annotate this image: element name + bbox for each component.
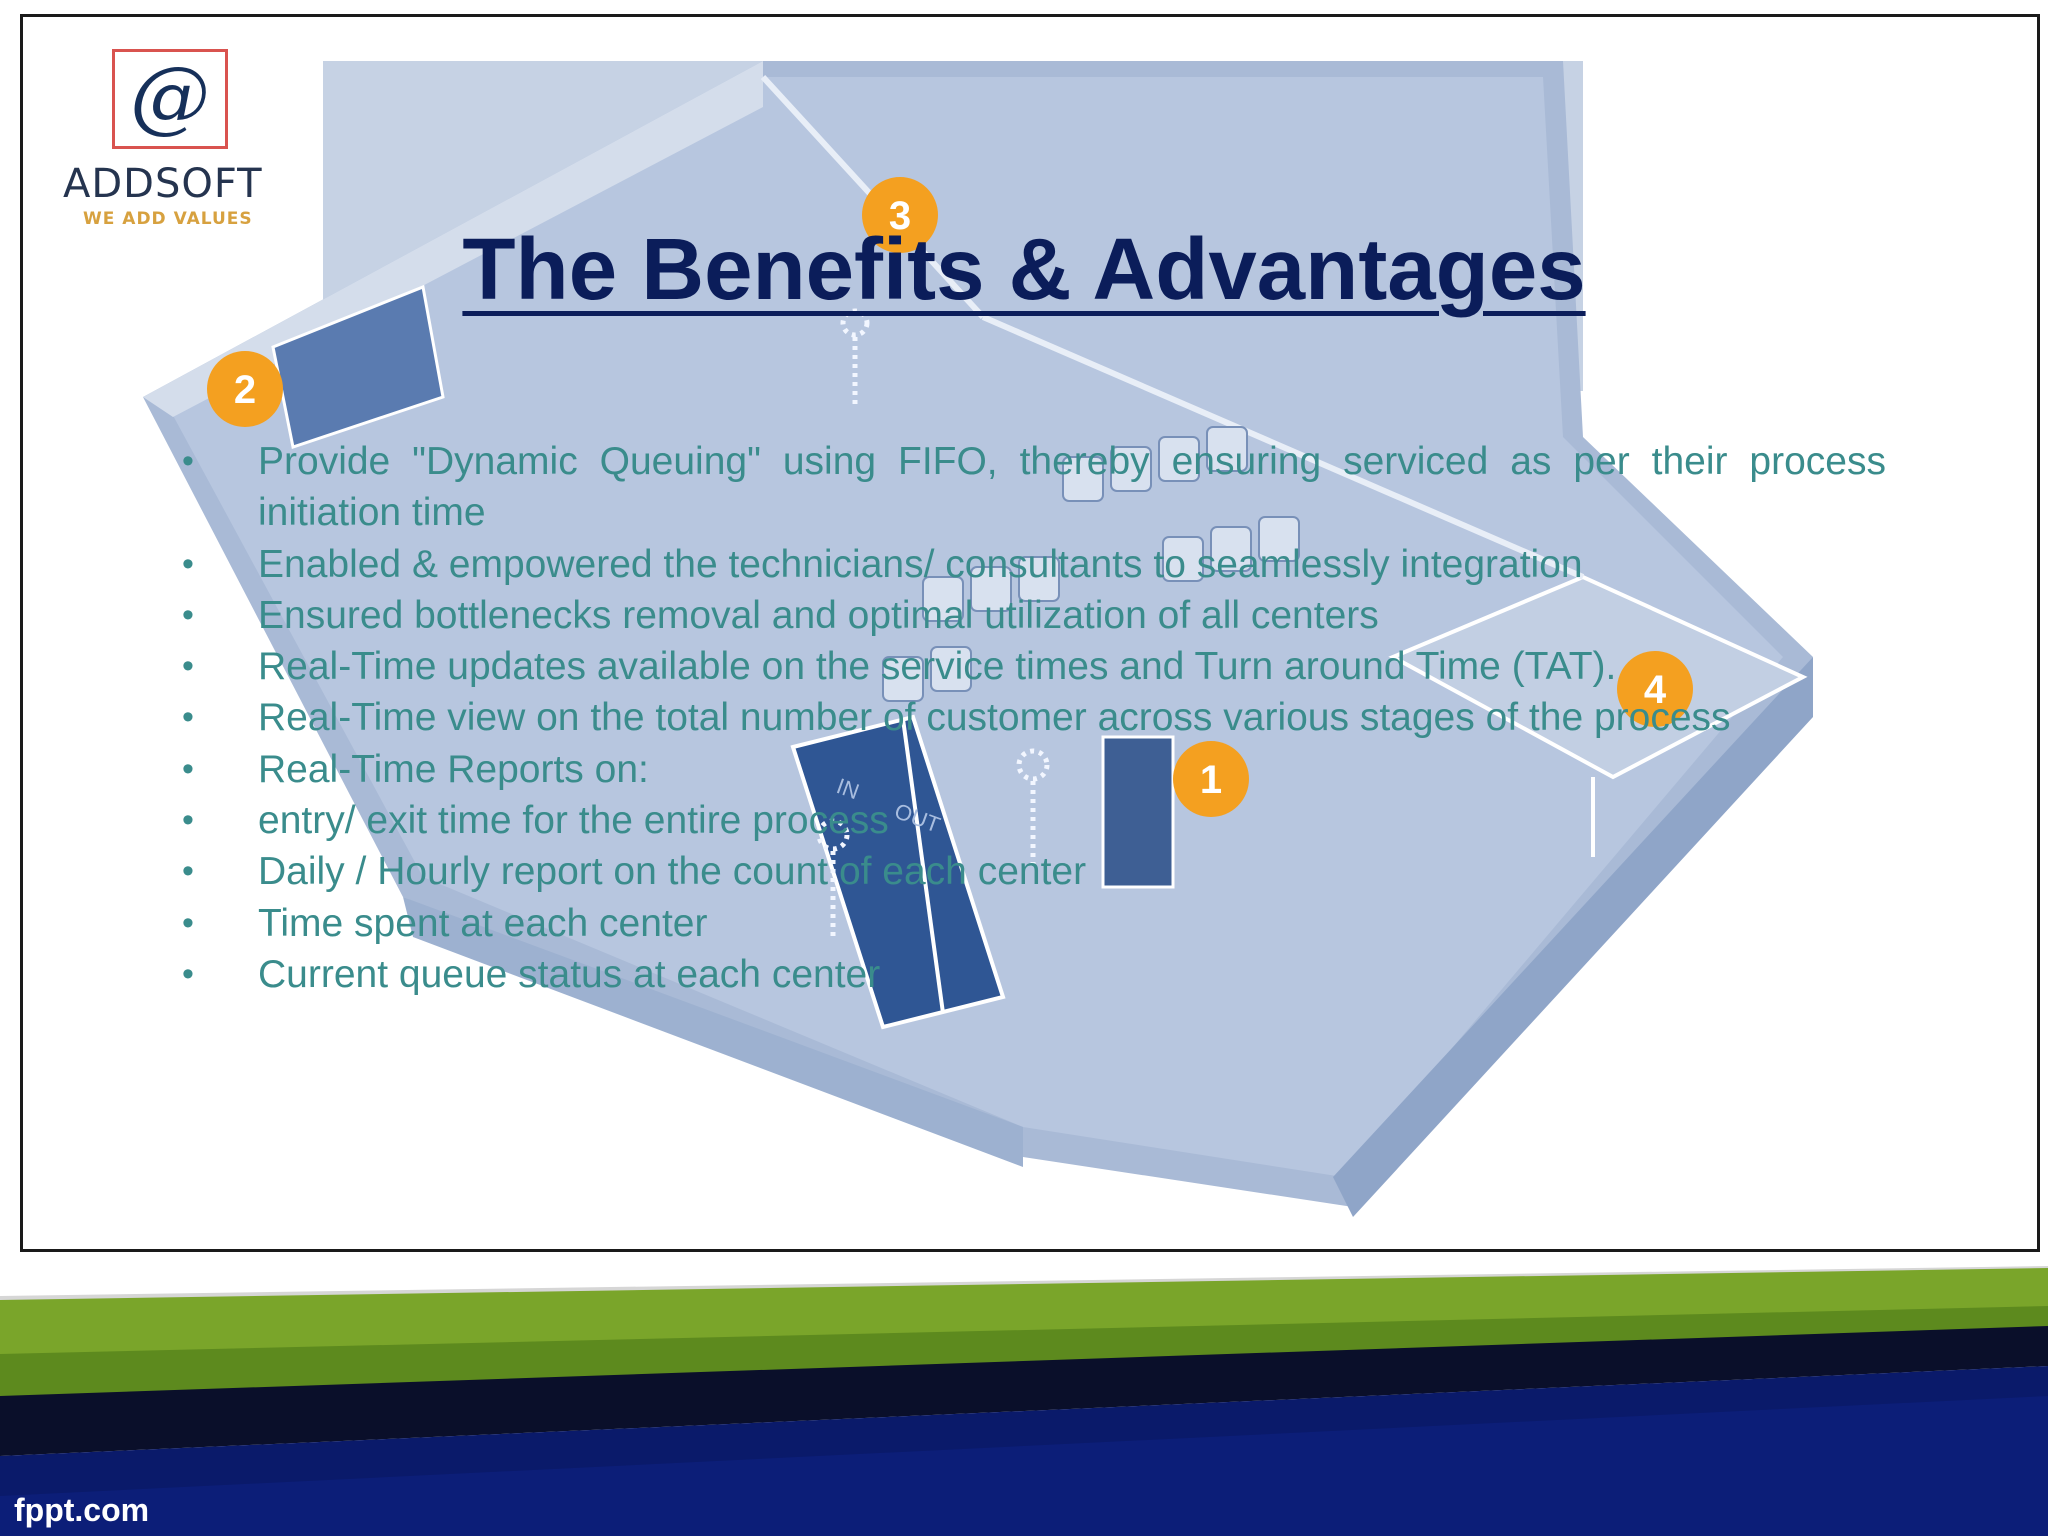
- list-item: • Time spent at each center: [176, 898, 1886, 949]
- benefits-list: • Provide "Dynamic Queuing" using FIFO, t…: [176, 436, 1886, 1000]
- office-floor-illustration: 1 2 3 4 IN OUT: [143, 61, 1813, 1217]
- bullet-icon: •: [182, 903, 194, 942]
- footer-brand: fppt.com: [14, 1492, 150, 1528]
- slide-frame: 1 2 3 4 IN OUT @ ADDSOFT WE ADD VALUES: [20, 14, 2040, 1252]
- bullet-icon: •: [182, 544, 194, 583]
- marker-4: [1617, 651, 1693, 727]
- list-item: • entry/ exit time for the entire process: [176, 795, 1886, 846]
- bullet-icon: •: [182, 954, 194, 993]
- marker-3: [862, 177, 938, 253]
- list-item-text: Provide "Dynamic Queuing" using FIFO, th…: [258, 440, 1886, 535]
- logo-name: ADDSOFT: [63, 161, 263, 207]
- slide-title: The Benefits & Advantages: [462, 221, 1586, 318]
- list-item: • Current queue status at each center: [176, 949, 1886, 1000]
- list-item-text: Real-Time view on the total number of cu…: [258, 696, 1731, 740]
- marker-2-label: 2: [234, 368, 256, 412]
- logo-at-box: @: [112, 49, 228, 149]
- marker-4-label: 4: [1644, 668, 1667, 712]
- bullet-icon: •: [182, 698, 194, 737]
- footer-band: [0, 1256, 2048, 1536]
- bullet-icon: •: [182, 852, 194, 891]
- list-item: • Daily / Hourly report on the count of e…: [176, 846, 1886, 897]
- list-item-text: Real-Time updates available on the servi…: [258, 645, 1617, 689]
- list-item-text: Time spent at each center: [258, 901, 708, 945]
- list-item-text: Enabled & empowered the technicians/ con…: [258, 542, 1583, 586]
- list-item-text: Ensured bottlenecks removal and optimal …: [258, 593, 1379, 637]
- list-item: • Real-Time view on the total number of c…: [176, 692, 1886, 743]
- marker-2: [207, 351, 283, 427]
- list-item-text: Real-Time Reports on:: [258, 747, 649, 791]
- marker-3-label: 3: [889, 194, 911, 238]
- bullet-icon: •: [182, 749, 194, 788]
- at-sign-icon: @: [130, 49, 210, 142]
- marker-1: [1173, 741, 1249, 817]
- list-item: • Provide "Dynamic Queuing" using FIFO, t…: [176, 436, 1886, 539]
- marker-1-label: 1: [1200, 758, 1222, 802]
- bullet-icon: •: [182, 595, 194, 634]
- list-item-text: Daily / Hourly report on the count of ea…: [258, 850, 1087, 894]
- list-item: • Ensured bottlenecks removal and optimal…: [176, 590, 1886, 641]
- list-item: • Enabled & empowered the technicians/ co…: [176, 539, 1886, 590]
- list-item: • Real-Time Reports on:: [176, 744, 1886, 795]
- bullet-icon: •: [182, 801, 194, 840]
- bullet-icon: •: [182, 647, 194, 686]
- list-item-text: entry/ exit time for the entire process: [258, 799, 889, 843]
- bullet-icon: •: [182, 442, 194, 480]
- logo-tagline: WE ADD VALUES: [83, 209, 253, 229]
- list-item-text: Current queue status at each center: [258, 952, 881, 996]
- list-item: • Real-Time updates available on the serv…: [176, 641, 1886, 692]
- company-logo: @ ADDSOFT WE ADD VALUES: [63, 49, 293, 229]
